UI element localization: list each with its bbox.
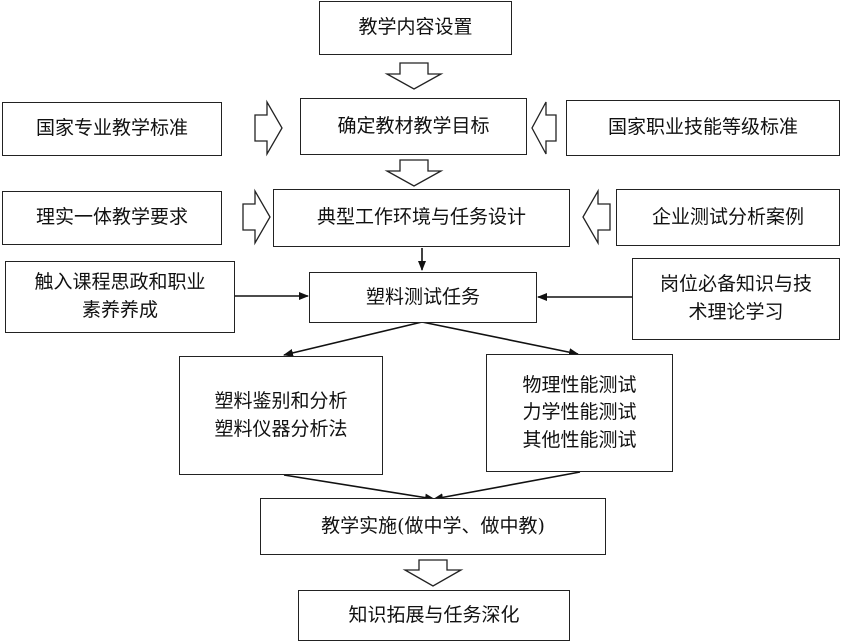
implementation-box: 教学实施(做中学、做中教) [260, 498, 606, 555]
hollow-arrow-down-3 [402, 559, 464, 587]
performance-line-1: 物理性能测试 [522, 373, 637, 396]
enterprise-cases-box: 企业测试分析案例 [616, 189, 840, 246]
ideology-line-2: 素养养成 [81, 299, 158, 321]
knowledge-theory-line-2: 术理论学习 [688, 301, 784, 323]
identification-box: 塑料鉴别和分析 塑料仪器分析法 [179, 356, 383, 475]
implementation-label: 教学实施(做中学、做中教) [321, 514, 545, 537]
expansion-label: 知识拓展与任务深化 [348, 603, 520, 626]
performance-box: 物理性能测试 力学性能测试 其他性能测试 [486, 354, 673, 472]
hollow-arrow-down-2 [384, 159, 444, 187]
task-design-box: 典型工作环境与任务设计 [273, 189, 570, 247]
hollow-arrow-right-1 [254, 99, 283, 157]
integration-requirement-label: 理实一体教学要求 [35, 206, 188, 229]
arrow-identification-to-implementation [283, 474, 435, 502]
hollow-arrow-down-1 [384, 62, 444, 90]
plastic-test-label: 塑料测试任务 [365, 285, 480, 308]
arrow-performance-to-implementation [433, 471, 581, 502]
knowledge-theory-line-1: 岗位必备知识与技 [659, 273, 812, 296]
performance-line-2: 力学性能测试 [522, 401, 637, 424]
identification-line-1: 塑料鉴别和分析 [214, 389, 348, 412]
teaching-goal-box: 确定教材教学目标 [300, 98, 527, 155]
national-standard-label: 国家专业教学标准 [35, 117, 188, 140]
arrow-plastic-test-to-performance [421, 321, 579, 357]
ideology-line-1: 触入课程思政和职业 [34, 271, 206, 294]
identification-line-2: 塑料仪器分析法 [214, 417, 348, 440]
hollow-arrow-left-1 [531, 101, 557, 155]
content-setup-label: 教学内容设置 [358, 16, 473, 39]
vocational-standard-label: 国家职业技能等级标准 [607, 116, 798, 139]
performance-line-3: 其他性能测试 [522, 428, 637, 451]
vocational-standard-box: 国家职业技能等级标准 [566, 100, 840, 156]
expansion-box: 知识拓展与任务深化 [298, 590, 570, 641]
knowledge-theory-box: 岗位必备知识与技 术理论学习 [632, 258, 840, 340]
task-design-label: 典型工作环境与任务设计 [316, 206, 526, 229]
hollow-arrow-left-2 [582, 188, 611, 246]
arrow-plastic-test-to-identification [283, 321, 423, 357]
plastic-test-box: 塑料测试任务 [309, 272, 537, 323]
hollow-arrow-right-2 [242, 188, 271, 246]
enterprise-cases-label: 企业测试分析案例 [651, 205, 804, 228]
national-standard-box: 国家专业教学标准 [2, 102, 222, 156]
integration-requirement-box: 理实一体教学要求 [2, 191, 222, 245]
content-setup-box: 教学内容设置 [319, 1, 512, 55]
teaching-goal-label: 确定教材教学目标 [337, 114, 490, 137]
ideology-box: 触入课程思政和职业 素养养成 [5, 261, 235, 333]
